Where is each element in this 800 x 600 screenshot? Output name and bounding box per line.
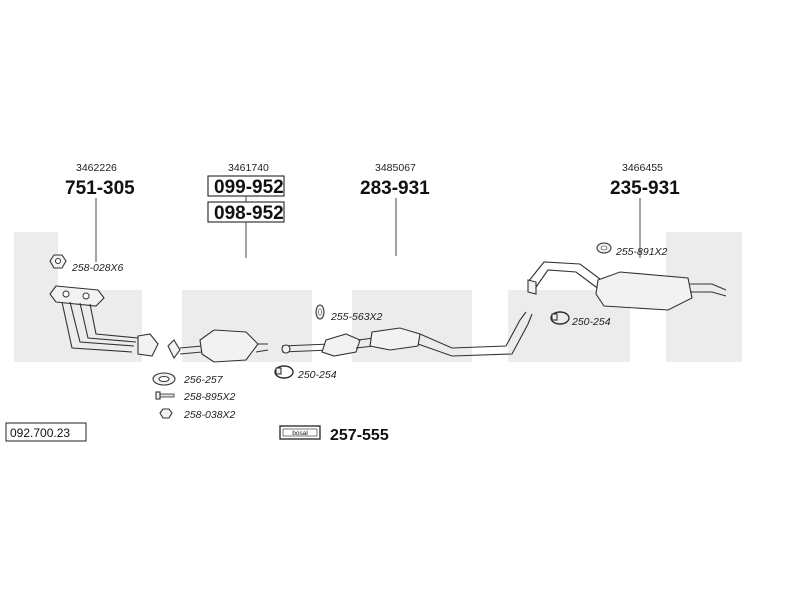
part-oem-number: 3466455 [622, 162, 663, 174]
centre-pipe-283-931[interactable] [281, 311, 533, 357]
reference-box [5, 422, 87, 442]
reference-number: 092.700.23 [10, 426, 70, 440]
hex-nut-icon-hole [55, 258, 61, 264]
part-oem-number: 3461740 [228, 162, 269, 174]
bolt-icon [155, 391, 175, 400]
part-number-099-952[interactable]: 099-952 [214, 177, 284, 198]
part-number-751-305[interactable]: 751-305 [65, 178, 135, 199]
catalytic-converter[interactable] [167, 329, 269, 363]
rubber-ring-icon [596, 242, 612, 254]
gasket-ring-icon-hole [158, 376, 170, 382]
accessory-label: 256-257 [183, 374, 224, 386]
part-oem-number: 3485067 [375, 162, 416, 174]
part-number-235-931[interactable]: 235-931 [610, 178, 680, 199]
accessory-label: 250-254 [571, 316, 611, 328]
accessory-label: 258-895X2 [183, 391, 236, 403]
front-pipe-751-305[interactable] [49, 285, 159, 357]
bosal-watermark [14, 232, 742, 362]
accessory-label: 250-254 [297, 369, 337, 381]
mounting-kit-box-inner [282, 428, 318, 437]
clamp-icon [274, 365, 294, 379]
accessory-label: 258-038X2 [183, 409, 236, 421]
accessory-label: 255-891X2 [615, 246, 668, 258]
rear-silencer-235-931[interactable] [527, 261, 727, 311]
accessory-label: 255-563X2 [330, 311, 383, 323]
mounting-kit-box-text: bosal [292, 430, 308, 437]
nut-icon [159, 408, 173, 419]
mounting-kit-number[interactable]: 257-555 [330, 427, 389, 444]
accessory-label: 258-028X6 [71, 262, 124, 274]
part-oem-number: 3462226 [76, 162, 117, 174]
part-number-098-952[interactable]: 098-952 [214, 203, 284, 224]
rubber-hanger-icon [315, 304, 325, 320]
part-number-283-931[interactable]: 283-931 [360, 178, 430, 199]
clamp-icon [550, 311, 570, 325]
